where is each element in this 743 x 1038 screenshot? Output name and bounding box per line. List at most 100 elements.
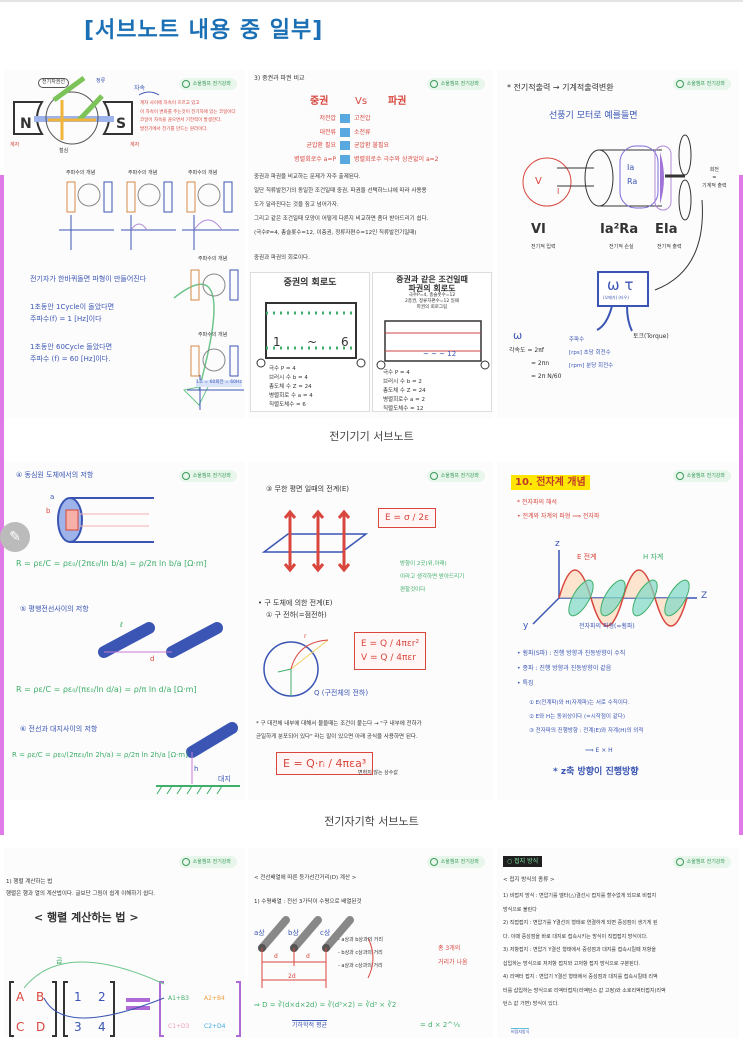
comparison-paragraph: 중권과 파권을 비교하는 문제가 자주 출제된다.일단 직류발전기의 동일한 조… bbox=[254, 174, 429, 236]
generator-diagram bbox=[13, 75, 244, 410]
brand-badge: 소울챔프 전기강좌 bbox=[426, 856, 485, 868]
em-bullet-2: • 전계와 자계의 파형 ⟹ 전자파 bbox=[517, 513, 600, 520]
freq-label-5: 주파수의 개념 bbox=[198, 332, 228, 338]
sphere-heading: • 구 도체에 의한 전계(E) bbox=[258, 599, 333, 607]
gmd-sub: 1) 수평배열 : 전선 3가닥이 수평으로 배열된것 bbox=[254, 899, 362, 905]
geometric-mean-label: 기하학적 평균 bbox=[292, 1020, 328, 1029]
matrix-3: 3 bbox=[74, 1020, 82, 1034]
note-panel-dc-generator[interactable]: 소울챔프 전기강좌 N S 계자 계자 전기자권선 철심 정류 자속 계자 사이… bbox=[4, 70, 245, 418]
charge-q-label: Q (구전체의 전하) bbox=[314, 689, 369, 697]
distance-list: - a상과 b상과의 거리- b상과 c상과의 거리- a상과 c상과의 거리 bbox=[338, 937, 384, 969]
magnet-s: S bbox=[116, 116, 127, 132]
left-accent-bar bbox=[0, 175, 4, 835]
matrix-title: < 행렬 계산하는 법 > bbox=[34, 911, 139, 924]
result-11: A1+B3 bbox=[168, 995, 189, 1002]
phase-b: b상 bbox=[288, 929, 299, 937]
gmd-heading: < 전선배열에 따른 등가선간거리(D) 계산 > bbox=[254, 875, 357, 881]
wave-line: 전기자가 한바퀴돌면 파형이 만들어진다 bbox=[30, 275, 147, 283]
omega-tau-sub: (오메가) (타우) bbox=[603, 295, 629, 300]
note-panel-electric-field[interactable]: 소울챔프 전기강좌 ③ 무한 평면 일때의 전계(E) E = σ / 2ε 방… bbox=[248, 462, 493, 800]
matrix-2: 2 bbox=[98, 990, 106, 1004]
note-panel-grounding[interactable]: 소울챔프 전기강좌 ○ 접지 방식 < 접지 방식의 종류 > 1) 비접지 방… bbox=[497, 848, 739, 1038]
cycle-60-line: 1초동안 60Cycle 돌았다면 bbox=[30, 343, 113, 351]
matrix-4: 4 bbox=[98, 1020, 106, 1034]
edit-pencil-button[interactable]: ✎ bbox=[0, 522, 30, 552]
freq-60-line: 주파수 (f) = 60 [Hz]이다. bbox=[30, 355, 111, 363]
matrix-a: A bbox=[16, 990, 25, 1004]
circuit-caption: 중권과 파권의 회로이다. bbox=[254, 255, 310, 261]
distance-d-2: d bbox=[306, 953, 310, 960]
radius-b: b bbox=[46, 507, 51, 515]
conductor-diagram bbox=[258, 916, 374, 988]
ra-symbol: Ra bbox=[627, 177, 638, 186]
wave-caption: 전자파의 파형(=횡파) bbox=[579, 623, 635, 630]
ground-formula: R = ρε/C = ρε₀/(2πε₀/ln 2h/a) = ρ/2π ln … bbox=[12, 751, 188, 759]
armature-label: 전기자권선 bbox=[38, 78, 70, 88]
e-field-label: E 전계 bbox=[577, 553, 597, 561]
point-charge-heading: ① 구 전하(=점전하) bbox=[266, 611, 327, 619]
brand-badge: 소울챔프 전기강좌 bbox=[672, 78, 731, 90]
height-h: h bbox=[194, 765, 199, 773]
rotation-label: 회전=기계적 출력 bbox=[702, 167, 727, 189]
freq-label-1: 주파수의 개념 bbox=[66, 170, 96, 176]
propagation-note: * z축 방향이 진행방향 bbox=[553, 767, 639, 777]
voltage-symbol: V bbox=[535, 176, 542, 187]
yoke-label-right: 계자 bbox=[130, 142, 140, 148]
wave-features: ① E(전계파)와 H(자계파)는 서로 수직이다.② E와 H는 동위상이다 … bbox=[529, 700, 644, 734]
result-22: C2+D4 bbox=[204, 1023, 226, 1030]
grounding-tag: ○ 접지 방식 bbox=[503, 856, 543, 867]
plane-field-formula: E = σ / 2ε bbox=[378, 508, 436, 528]
ungrounded-diagram-label: 비접지방식 bbox=[511, 1028, 530, 1034]
z-axis-horizontal: Z bbox=[701, 591, 708, 601]
sphere-paragraph: * 구 대전체 내부에 대해서 물을때는 조건이 붙는다 → "구 내부에 전하… bbox=[256, 721, 422, 740]
freq-label-4: 주파수의 개념 bbox=[198, 256, 228, 262]
em-wave-diagram bbox=[532, 550, 697, 627]
distance-d: d bbox=[150, 655, 155, 663]
ground-label: 대지 bbox=[218, 775, 231, 783]
lap-label: 중권 bbox=[310, 96, 329, 107]
matrix-desc: 행렬은 행과 열의 계산법이다. 글보단 그림이 쉽게 이해하기 쉽다. bbox=[6, 891, 156, 897]
brand-badge: 소울챔프 전기강좌 bbox=[426, 78, 485, 90]
multiply-label: 곱 bbox=[56, 957, 63, 965]
matrix-heading: 1) 행렬 계산하는 법 bbox=[6, 879, 53, 885]
brand-badge: 소울챔프 전기강좌 bbox=[672, 856, 731, 868]
omega-tau: ω τ bbox=[607, 276, 634, 294]
coaxial-heading: ④ 동심원 도체에서의 저항 bbox=[16, 471, 94, 479]
gmd-equation: ⇒ D = ∛(d×d×2d) = ∛(d³×2) = ∛d³ × ∛2 bbox=[254, 1001, 397, 1009]
current-symbol: I bbox=[557, 187, 560, 196]
ground-heading: ⑥ 전선과 대지사이의 저항 bbox=[20, 725, 98, 733]
note-panel-matrix[interactable]: 소울챔프 전기강좌 1) 행렬 계산하는 법 행렬은 행과 열의 계산법이다. … bbox=[4, 848, 245, 1038]
omega-symbol: ω bbox=[513, 329, 523, 342]
note-panel-resistance[interactable]: 소울챔프 전기강좌 ④ 동심원 도체에서의 저항 a b R = ρε/C = … bbox=[4, 462, 245, 800]
z-axis-vertical: z bbox=[555, 539, 560, 549]
length-l: ℓ bbox=[120, 621, 123, 629]
top-divider bbox=[0, 0, 743, 2]
matrix-d: D bbox=[36, 1020, 46, 1034]
constant-note: 변하지 않는 상수값 bbox=[358, 770, 398, 776]
freq-label-2: 주파수의 개념 bbox=[128, 170, 158, 176]
section-heading: * 전기적출력 → 기계적출력변환 bbox=[507, 83, 614, 92]
em-heading: 10. 전자계 개념 bbox=[511, 470, 590, 490]
flux-label: 자속 bbox=[134, 85, 146, 92]
phase-c: c상 bbox=[320, 929, 331, 937]
copper-loss: Ia²Ra bbox=[600, 222, 639, 237]
brand-badge: 소울챔프 전기강좌 bbox=[672, 470, 731, 482]
note-panel-em-wave[interactable]: 소울챔프 전기강좌 10. 전자계 개념 * 전자파의 해석 • 전계와 자계의… bbox=[497, 462, 739, 800]
brand-badge: 소울챔프 전기강좌 bbox=[426, 470, 485, 482]
parallel-formula: R = ρε/C = ρε₀/(πε₀/ln d/a) = ρ/π ln d/a… bbox=[16, 685, 197, 694]
gmd-result: = d × 2^⅓ bbox=[420, 1021, 460, 1029]
section-heading: 3) 중권과 파권 비교 bbox=[254, 75, 305, 82]
torque-label: 토크(Torque) bbox=[633, 333, 669, 340]
resistance-diagrams bbox=[57, 497, 240, 795]
matrix-c: C bbox=[16, 1020, 25, 1034]
note-panel-gmd[interactable]: 소울챔프 전기강좌 < 전선배열에 따른 등가선간거리(D) 계산 > 1) 수… bbox=[248, 848, 493, 1038]
input-sub: 전기적 입력 bbox=[531, 244, 556, 250]
note-panel-motor[interactable]: 소울챔프 전기강좌 * 전기적출력 → 기계적출력변환 선풍기 모터로 예를들면… bbox=[497, 70, 739, 418]
